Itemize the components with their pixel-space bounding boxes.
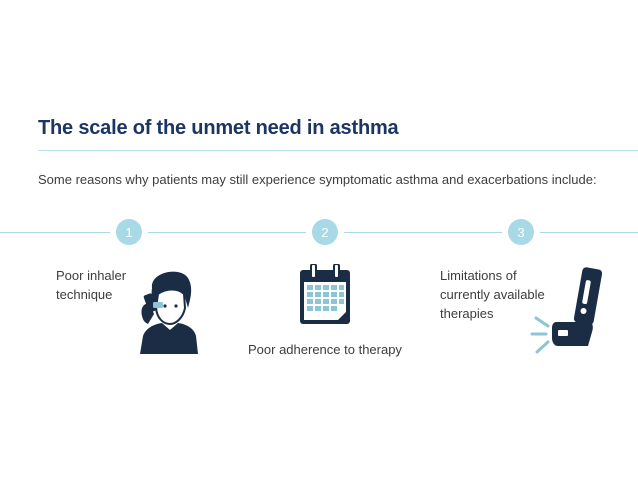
page-subtitle: Some reasons why patients may still expe… <box>38 172 597 187</box>
step-3-badge: 3 <box>508 219 534 245</box>
reason-2-text: Poor adherence to therapy <box>248 340 402 359</box>
calendar-icon <box>300 264 350 324</box>
reason-3-text: Limitations of currently available thera… <box>440 266 545 323</box>
reason-1-text: Poor inhaler technique <box>56 266 126 304</box>
step-connector-line <box>540 232 638 233</box>
person-using-inhaler-icon <box>140 271 198 354</box>
step-connector-line <box>344 232 502 233</box>
reason-3-line-2: currently available <box>440 287 545 302</box>
reason-1-line-2: technique <box>56 287 113 302</box>
page-title: The scale of the unmet need in asthma <box>38 117 399 139</box>
title-divider <box>38 150 638 151</box>
reason-3-line-1: Limitations of <box>440 268 517 283</box>
inhaler-alert-icon <box>530 267 602 354</box>
reason-3-line-3: therapies <box>440 306 494 321</box>
reason-2-line-1: Poor adherence to therapy <box>248 342 402 357</box>
reason-1-line-1: Poor inhaler <box>56 268 127 283</box>
step-2-badge: 2 <box>312 219 338 245</box>
step-connector-line <box>0 232 110 233</box>
step-1-badge: 1 <box>116 219 142 245</box>
step-connector-line <box>148 232 306 233</box>
